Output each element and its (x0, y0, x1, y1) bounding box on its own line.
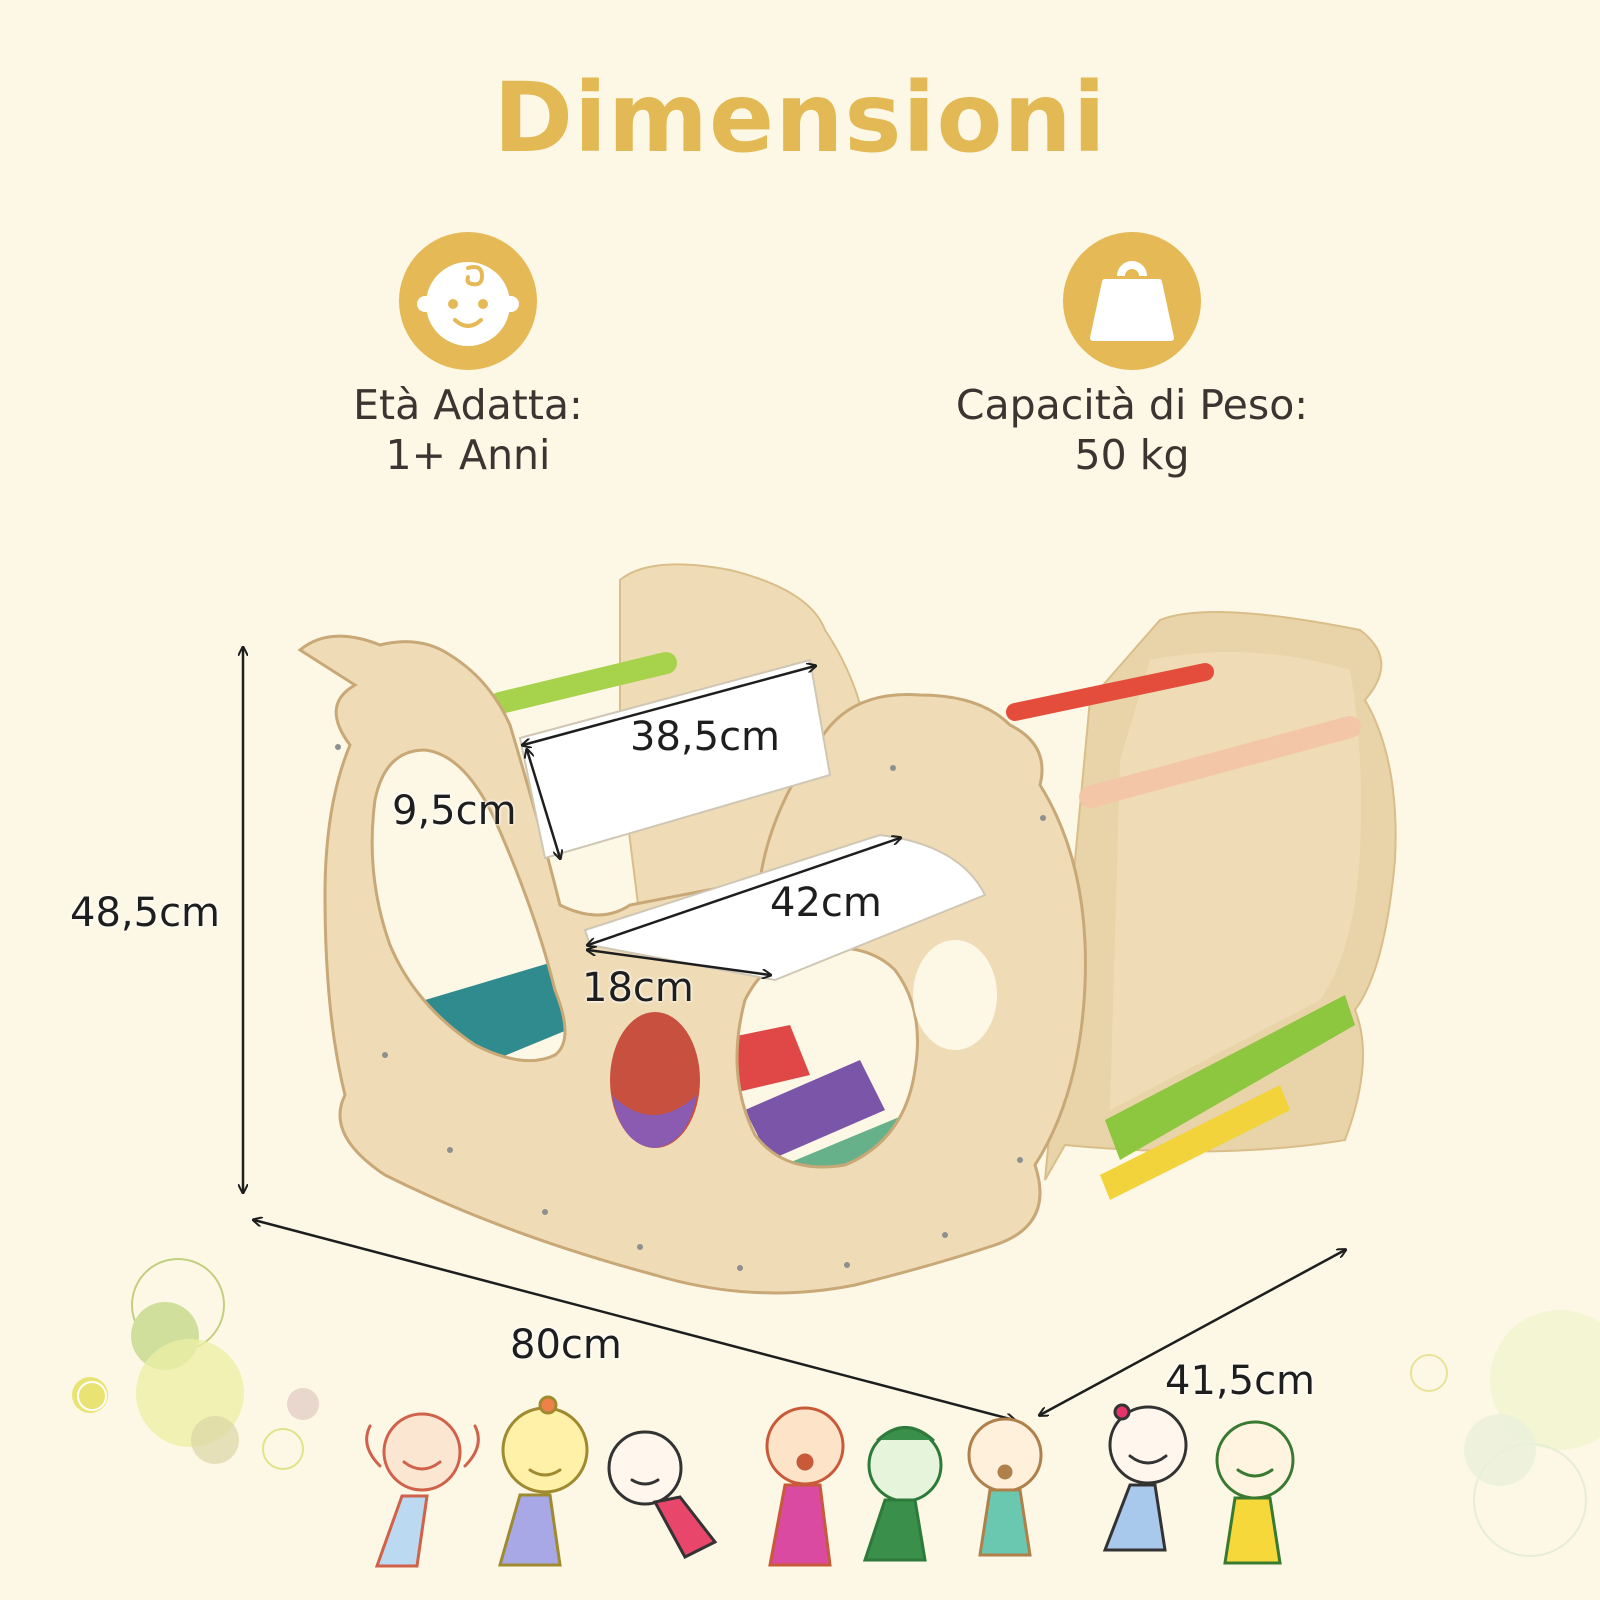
baby-face-icon (399, 232, 537, 370)
backrest-width-arrow (523, 666, 815, 745)
decorative-circles (72, 1258, 1600, 1557)
weight-value: 50 kg (1074, 431, 1190, 479)
kids-illustration (365, 1395, 1295, 1568)
depth-arrow (1040, 1250, 1345, 1415)
length-arrow (254, 1220, 1014, 1420)
page-title: Dimensioni (493, 62, 1107, 174)
dimension-arrows (243, 648, 1345, 1420)
age-feature: Età Adatta: 1+ Anni (208, 232, 728, 480)
weight-icon (1063, 232, 1201, 370)
depth-dimension: 41,5cm (1165, 1358, 1316, 1404)
height-dimension: 48,5cm (70, 890, 221, 936)
backrest-width-dimension: 38,5cm (630, 714, 781, 760)
weight-label: Capacità di Peso: (955, 381, 1309, 429)
seat-depth-arrow (588, 950, 770, 975)
age-label: Età Adatta: (353, 381, 583, 429)
seat-width-arrow (588, 838, 900, 945)
seat-depth-dimension: 18cm (582, 965, 694, 1011)
backrest-height-dimension: 9,5cm (392, 788, 517, 834)
age-value: 1+ Anni (385, 431, 551, 479)
seat-width-dimension: 42cm (770, 880, 882, 926)
weight-feature: Capacità di Peso: 50 kg (872, 232, 1392, 480)
length-dimension: 80cm (510, 1322, 622, 1368)
backrest-height-arrow (527, 750, 560, 858)
